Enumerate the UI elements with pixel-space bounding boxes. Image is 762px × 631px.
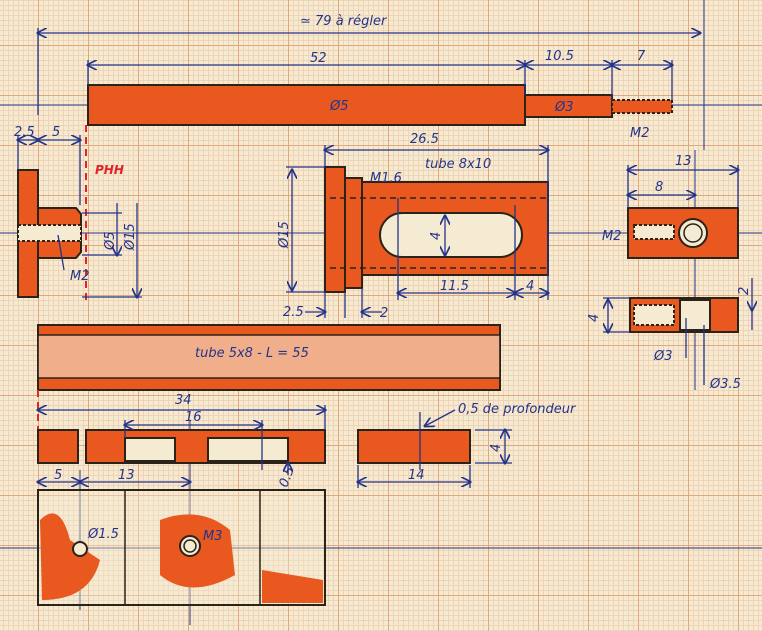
overall-dimension: ≃ 79 à régler <box>38 14 700 115</box>
slider-name: tube 8x10 <box>425 157 491 172</box>
slider-end: 4 <box>526 279 534 294</box>
block-thread: M2 <box>602 229 622 244</box>
block-hole: Ø3 <box>653 349 673 364</box>
slider-length: 26.5 <box>410 132 439 147</box>
knob-outer: Ø15 <box>123 223 138 251</box>
block-counterbore: Ø3.5 <box>709 377 741 392</box>
block-depth: 2 <box>737 287 752 295</box>
base-plate: Ø1.5 M3 <box>37 489 326 606</box>
overall-length-label: ≃ 79 à régler <box>300 14 388 29</box>
block-height: 4 <box>587 314 602 322</box>
slider-step: 2 <box>380 306 388 321</box>
knob-hub: 5 <box>52 125 60 140</box>
pad-note: 0,5 de profondeur <box>458 402 577 417</box>
knob-bore: Ø5 <box>103 231 118 251</box>
base-length: 34 <box>175 393 192 408</box>
slider-thread: M1.6 <box>370 171 402 186</box>
slider-slot-length: 11.5 <box>440 279 469 294</box>
block: 13 8 M2 4 2 Ø3 Ø3.5 <box>587 154 752 392</box>
base-slot: 16 <box>185 410 202 425</box>
rod-small-length: 10.5 <box>545 49 574 64</box>
slider-flange: 2.5 <box>283 305 304 320</box>
base-hole-small: Ø1.5 <box>87 527 119 542</box>
rod-thread: M2 <box>630 126 650 141</box>
knob-marker: PHH <box>95 163 124 177</box>
slider-slot-width: 4 <box>429 232 444 240</box>
knob: 2.5 5 PHH Ø5 Ø15 M2 <box>14 125 142 305</box>
base-offset-13: 13 <box>118 468 135 483</box>
rod-thread-length: 7 <box>637 49 646 64</box>
base-thread: M3 <box>203 529 223 544</box>
slider: 26.5 tube 8x10 M1.6 Ø15 4 11.5 4 2.5 2 <box>277 132 548 321</box>
knob-flange: 2.5 <box>14 125 35 140</box>
tube: tube 5x8 - L = 55 <box>37 324 501 432</box>
base-side: 34 16 5 13 0.5 <box>38 393 325 489</box>
rod: 52 Ø5 10.5 7 Ø3 M2 <box>88 49 672 141</box>
base-offset-5: 5 <box>54 468 62 483</box>
knob-thread: M2 <box>70 269 90 284</box>
rod-small-diameter: Ø3 <box>554 100 574 115</box>
slider-flange-diameter: Ø15 <box>277 221 292 249</box>
pad-height: 4 <box>489 444 504 452</box>
pad-length: 14 <box>408 468 425 483</box>
rod-length: 52 <box>310 51 327 66</box>
pad: 0,5 de profondeur 4 14 <box>358 402 577 488</box>
block-length: 13 <box>675 154 692 169</box>
rod-diameter: Ø5 <box>329 99 349 114</box>
block-hole-position: 8 <box>655 180 663 195</box>
base-depth: 0.5 <box>277 465 298 490</box>
tube-label: tube 5x8 - L = 55 <box>195 346 309 361</box>
